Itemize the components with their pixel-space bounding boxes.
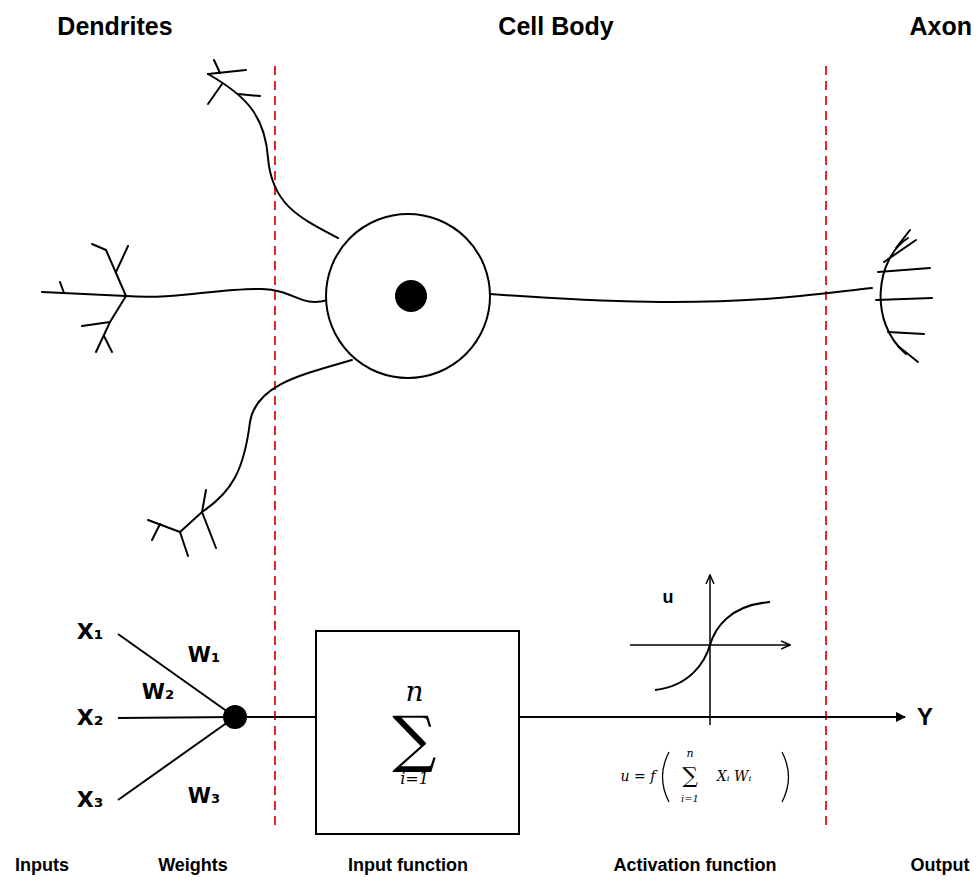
weight-name: W₁ xyxy=(188,644,220,667)
dendrite-branch xyxy=(148,520,180,532)
input-line xyxy=(118,634,235,717)
axon-branch xyxy=(896,230,910,248)
input-line xyxy=(118,717,235,718)
dendrite-branch xyxy=(60,282,64,293)
formula-symbol: ∑ xyxy=(682,764,698,788)
weight-name: W₃ xyxy=(188,785,220,808)
stage-caption: Input function xyxy=(348,856,468,876)
input-function-box: n∑i=1 xyxy=(315,630,520,835)
dendrite-branch xyxy=(202,512,216,548)
stage-caption: Weights xyxy=(158,856,228,876)
dendrite-branch xyxy=(42,292,126,296)
formula-limit: i=1 xyxy=(400,770,429,788)
nucleus xyxy=(395,280,427,312)
dendrite-branch xyxy=(238,94,260,96)
axis-label: u xyxy=(663,588,674,608)
weight-name: W₂ xyxy=(142,681,174,704)
cell-body xyxy=(326,214,490,378)
divider-line xyxy=(825,66,827,830)
axon-branch xyxy=(888,332,924,334)
dendrite-branch xyxy=(214,60,220,73)
signal-line xyxy=(247,716,315,718)
stage-caption: Inputs xyxy=(15,856,69,876)
summing-junction xyxy=(223,705,247,729)
sigmoid-curve xyxy=(655,602,770,690)
dendrite xyxy=(126,289,328,302)
input-name: X₁ xyxy=(77,620,104,644)
formula-limit: i=1 xyxy=(681,793,699,804)
plot-axis xyxy=(709,575,711,725)
summation-stack: n∑i=1 xyxy=(392,677,436,787)
section-heading: Axon xyxy=(910,13,973,41)
axon-branch xyxy=(876,298,932,300)
input-name: X₃ xyxy=(77,788,104,812)
dendrite-branch xyxy=(202,490,206,512)
formula-symbol: ∑ xyxy=(392,708,436,770)
output-name: Y xyxy=(917,704,933,730)
input-name: X₂ xyxy=(77,706,104,730)
dendrite-branch xyxy=(180,532,188,556)
section-heading: Cell Body xyxy=(498,13,613,41)
dendrite xyxy=(180,360,352,532)
section-heading: Dendrites xyxy=(57,13,172,41)
stage-caption: Activation function xyxy=(614,856,777,876)
formula-text: Xᵢ Wᵢ xyxy=(717,769,751,784)
parenthesis xyxy=(663,752,670,802)
axon xyxy=(490,288,872,302)
dendrite-branch xyxy=(92,244,106,250)
stage-caption: Output xyxy=(911,856,970,876)
axon-branch xyxy=(878,268,930,272)
dendrite-branch xyxy=(116,246,128,272)
dendrite xyxy=(208,74,338,238)
dendrite-branch xyxy=(152,524,160,540)
dendrite-branch xyxy=(208,70,246,74)
dendrite-branch xyxy=(104,336,112,352)
dendrite-branch xyxy=(208,84,222,104)
formula-limit: n xyxy=(405,677,423,708)
neuron-drawing xyxy=(42,60,932,556)
axon-branch xyxy=(898,346,918,362)
dendrite-branch xyxy=(82,322,110,326)
output-arrow xyxy=(520,716,905,718)
formula-limit: n xyxy=(686,748,693,760)
parenthesis xyxy=(782,752,789,802)
divider-line xyxy=(274,66,276,830)
formula-text: u = f xyxy=(621,769,656,784)
